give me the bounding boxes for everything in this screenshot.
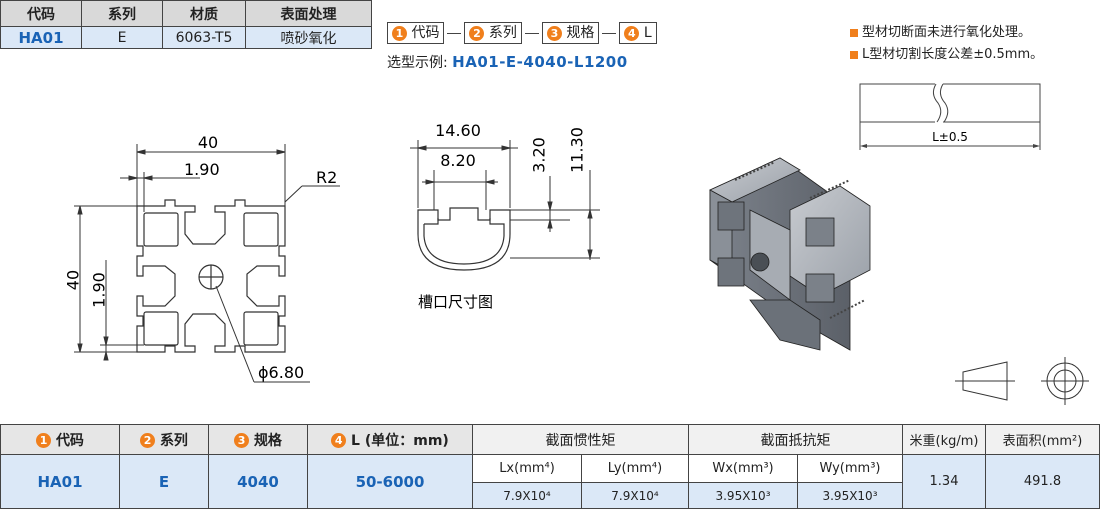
detail-header-length: 4 L (单位：mm) [307, 424, 473, 455]
profile-cross-section: 40 1.90 R2 40 1.90 ϕ6.80 [64, 133, 340, 383]
detail-wx-header: Wx(mm³) [688, 454, 798, 483]
selection-example: 选型示例: HA01-E-4040-L1200 [387, 53, 628, 71]
detail-header-code: 1 代码 [0, 424, 120, 455]
spec-material: 6063-T5 [162, 26, 246, 49]
slot-dimension-drawing: 14.60 8.20 3.20 11.30 槽口尺寸图 [410, 121, 600, 311]
detail-header-spec: 3 规格 [208, 424, 308, 455]
spec-header-surface: 表面处理 [245, 0, 372, 27]
detail-lx-header: Lx(mm⁴) [472, 454, 582, 483]
projection-symbol-icon [955, 357, 1089, 405]
detail-wy-header: Wy(mm³) [797, 454, 903, 483]
detail-area: 491.8 [985, 454, 1100, 509]
spec-code: HA01 [0, 26, 82, 49]
detail-ly-header: Ly(mm⁴) [581, 454, 689, 483]
detail-weight: 1.34 [902, 454, 986, 509]
note-item: 型材切断面未进行氧化处理。 [850, 22, 1043, 44]
slot-depth-long: 11.30 [568, 127, 587, 173]
dim-radius: R2 [316, 168, 337, 187]
note-item: L型材切割长度公差±0.5mm。 [850, 44, 1043, 66]
part-series: 2 系列 [464, 22, 522, 44]
dim-height: 40 [64, 270, 83, 290]
slot-depth-short: 3.20 [530, 137, 549, 173]
notes: 型材切断面未进行氧化处理。 L型材切割长度公差±0.5mm。 [850, 22, 1043, 66]
detail-lx: 7.9X10⁴ [472, 482, 582, 509]
detail-header-weight: 米重(kg/m) [902, 424, 986, 455]
part-code: 1 代码 [387, 22, 445, 44]
detail-header-series: 2 系列 [119, 424, 209, 455]
dim-wall: 1.90 [184, 160, 220, 179]
slot-width-outer: 14.60 [435, 121, 481, 140]
profile-3d-view [709, 157, 871, 351]
detail-length: 50-6000 [307, 454, 473, 509]
dim-wall-vertical: 1.90 [90, 272, 109, 308]
dim-width: 40 [198, 133, 218, 152]
spec-header-series: 系列 [81, 0, 163, 27]
detail-spec: 4040 [208, 454, 308, 509]
slot-width-inner: 8.20 [440, 151, 476, 170]
spec-series: E [81, 26, 163, 49]
spec-surface: 喷砂氧化 [245, 26, 372, 49]
cut-length-diagram: L±0.5 [859, 80, 1041, 150]
spec-header-code: 代码 [0, 0, 82, 27]
part-spec: 3 规格 [541, 22, 600, 44]
detail-wx: 3.95X10³ [688, 482, 798, 509]
spec-detail-table: 1 代码 2 系列 3 规格 4 L (单位：mm) 截面惯性矩 截面抵抗矩 米… [0, 424, 1100, 509]
detail-series: E [119, 454, 209, 509]
selection-formula: 1 代码 2 系列 3 规格 4 L [387, 22, 657, 44]
detail-header-area: 表面积(mm²) [985, 424, 1100, 455]
dim-hole: ϕ6.80 [258, 363, 304, 382]
detail-ly: 7.9X10⁴ [581, 482, 689, 509]
spec-table: 代码 系列 材质 表面处理 HA01 E 6063-T5 喷砂氧化 [0, 0, 372, 49]
detail-header-inertia: 截面惯性矩 [472, 424, 689, 455]
part-length: 4 L [619, 22, 657, 44]
detail-code: HA01 [0, 454, 120, 509]
detail-header-resistance: 截面抵抗矩 [688, 424, 903, 455]
spec-header-material: 材质 [162, 0, 246, 27]
cut-length-label: L±0.5 [932, 130, 968, 144]
slot-caption: 槽口尺寸图 [418, 293, 493, 311]
detail-wy: 3.95X10³ [797, 482, 903, 509]
